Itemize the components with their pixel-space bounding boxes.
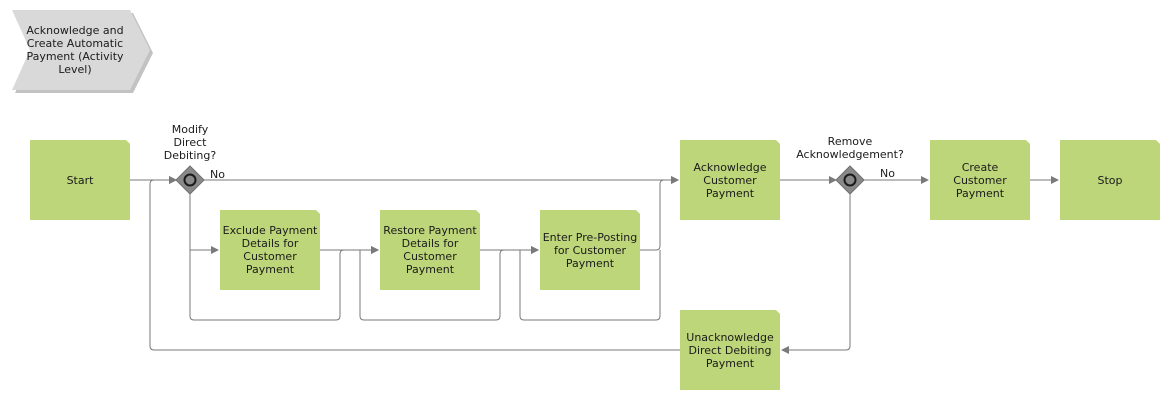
unacknowledge-task[interactable]: Unacknowledge Direct Debiting Payment [680,310,780,390]
unacknowledge-label: Unacknowledge Direct Debiting Payment [686,330,774,370]
process-title: Acknowledge and Create Automatic Payment… [26,24,124,76]
remove-no-label: No [880,167,895,180]
create-payment-task[interactable]: Create Customer Payment [930,140,1030,220]
edge-remove-unacknowledge [781,194,851,354]
create-payment-label: Create Customer Payment [953,160,1007,200]
pre-posting-task[interactable]: Enter Pre-Posting for Customer Payment [540,210,640,290]
edge-gateway-exclude [189,194,219,254]
gateway-modify [175,165,205,195]
modify-no-label: No [210,168,225,181]
gateway-remove [835,165,865,195]
remove-gateway-label: Remove Acknowledgement? [796,135,904,161]
start-node[interactable]: Start [30,140,130,220]
exclude-payment-label: Exclude Payment Details for Customer Pay… [222,224,318,276]
acknowledge-label: Acknowledge Customer Payment [693,160,767,200]
restore-payment-label: Restore Payment Details for Customer Pay… [383,224,477,276]
start-label: Start [66,173,94,187]
modify-gateway-label: Modify Direct Debiting? [163,123,217,162]
edge-preposting-acknowledge [640,176,679,251]
exclude-payment-task[interactable]: Exclude Payment Details for Customer Pay… [220,210,320,290]
acknowledge-task[interactable]: Acknowledge Customer Payment [680,140,780,220]
restore-payment-task[interactable]: Restore Payment Details for Customer Pay… [380,210,480,290]
stop-node[interactable]: Stop [1060,140,1160,220]
pre-posting-label: Enter Pre-Posting for Customer Payment [542,230,638,270]
stop-label: Stop [1097,173,1123,187]
